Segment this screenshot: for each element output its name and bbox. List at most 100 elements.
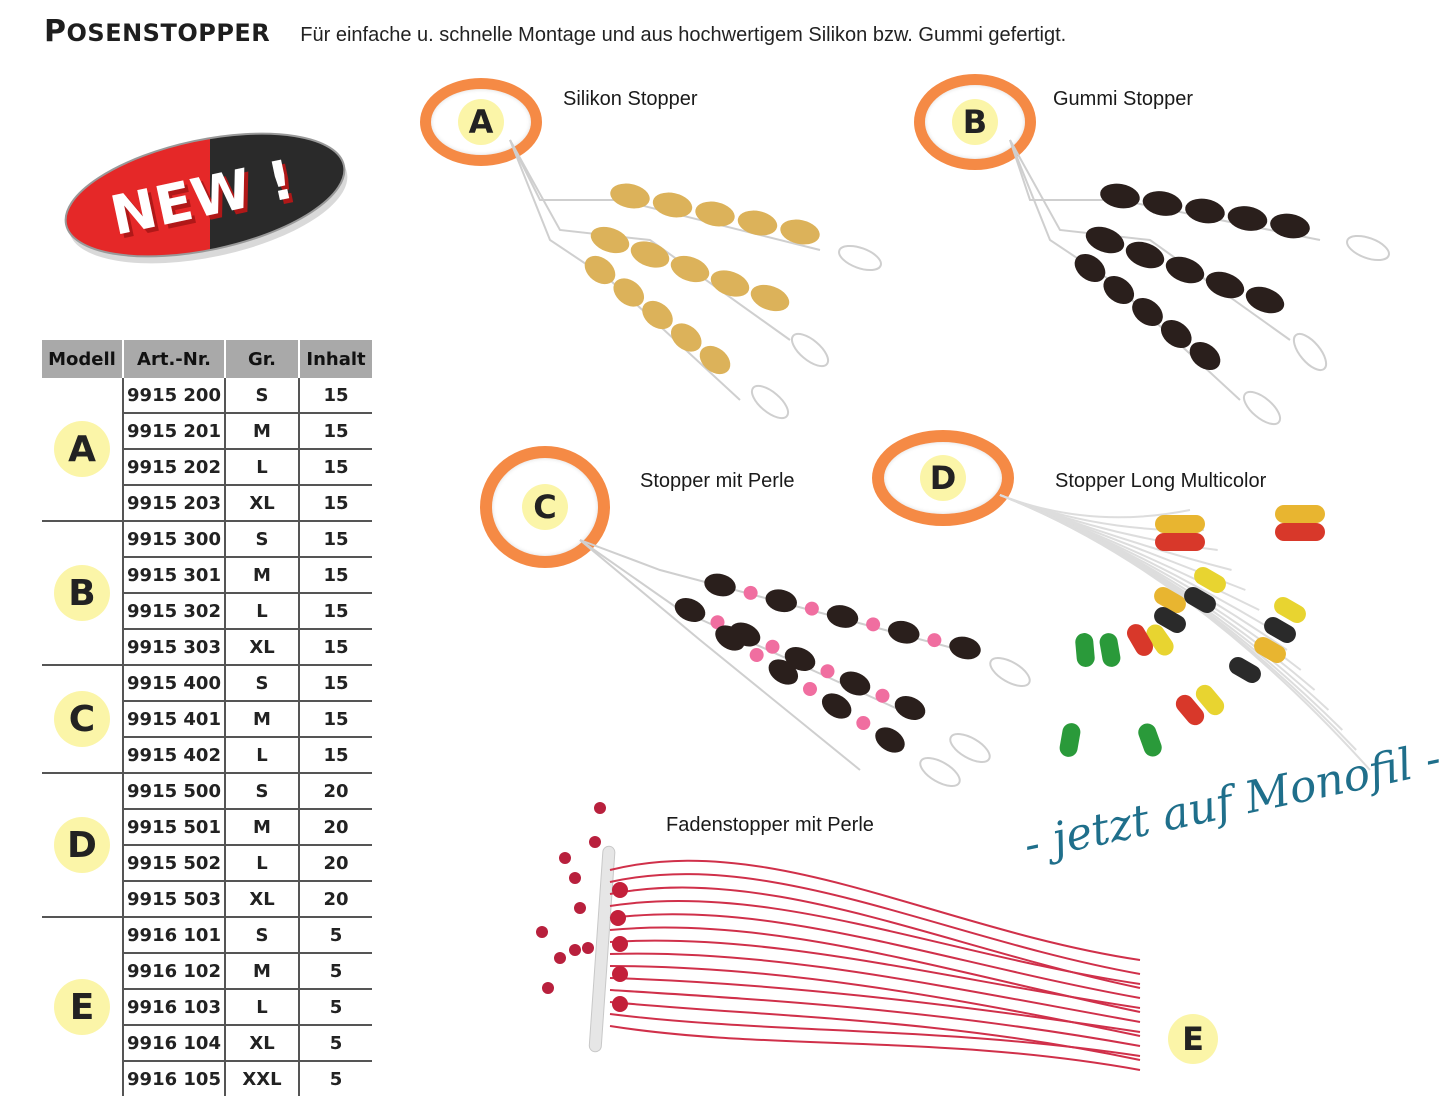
long-stopper-tube: [1184, 587, 1216, 613]
size-cell: XL: [225, 485, 300, 522]
label-stopper-mit-perle: Stopper mit Perle: [640, 470, 795, 492]
size-cell: M: [225, 701, 300, 738]
long-stopper-tube: [1275, 523, 1325, 541]
model-cell: E: [42, 917, 123, 1096]
header-artnr: Art.-Nr.: [123, 340, 226, 378]
model-a-marker: A: [458, 99, 504, 145]
size-cell: L: [225, 989, 300, 1026]
strand-b2-loop: [1292, 332, 1328, 372]
fadenstopper-image: [536, 802, 1141, 1071]
model-cell: D: [42, 773, 123, 918]
content-cell: 15: [299, 485, 372, 522]
silikon-bead: [642, 300, 673, 330]
content-cell: 15: [299, 701, 372, 738]
model-label: E: [54, 979, 110, 1035]
content-cell: 20: [299, 845, 372, 882]
size-cell: XL: [225, 881, 300, 918]
content-cell: 15: [299, 629, 372, 666]
art-nr-cell: 9916 105: [122, 1061, 226, 1096]
art-nr-cell: 9915 200: [122, 378, 226, 414]
gummi-bead: [1125, 241, 1165, 269]
thread-line: [609, 989, 1141, 1047]
perle-bead: [820, 664, 835, 679]
label-silikon-stopper: Silikon Stopper: [563, 88, 698, 110]
silikon-bead: [630, 241, 670, 268]
size-cell: S: [225, 378, 300, 414]
loose-perle: [536, 926, 548, 938]
long-stopper-tube: [1229, 657, 1261, 683]
loose-perle: [574, 902, 586, 914]
size-cell: M: [225, 413, 300, 450]
content-cell: 15: [299, 521, 372, 558]
long-stopper-tube: [1194, 567, 1226, 593]
size-cell: XL: [225, 1025, 300, 1062]
thread-knot-bead: [612, 882, 628, 898]
art-nr-cell: 9915 500: [122, 773, 226, 810]
gummi-bead: [1160, 319, 1192, 349]
page-subtitle: Für einfache u. schnelle Montage und aus…: [300, 24, 1067, 46]
art-nr-cell: 9915 300: [122, 521, 226, 558]
content-cell: 15: [299, 737, 372, 774]
perle-bead: [875, 688, 890, 703]
perle-bead: [804, 601, 819, 616]
content-cell: 15: [299, 449, 372, 486]
long-stopper-tube: [1138, 723, 1162, 757]
silikon-bead: [652, 192, 693, 218]
gummi-bead: [1205, 271, 1245, 299]
header-gr: Gr.: [225, 340, 300, 378]
size-cell: L: [225, 449, 300, 486]
silikon-bead: [584, 255, 616, 285]
perle-bead: [888, 620, 920, 644]
loose-perle: [559, 852, 571, 864]
model-c-marker: C: [522, 484, 568, 530]
thread-knot-bead: [610, 910, 626, 926]
size-cell: S: [225, 665, 300, 702]
content-cell: 15: [299, 378, 372, 414]
content-cell: 15: [299, 413, 372, 450]
silikon-bead: [590, 226, 630, 254]
size-cell: L: [225, 845, 300, 882]
content-cell: 15: [299, 593, 372, 630]
gummi-bead: [1142, 191, 1183, 216]
thread-line: [609, 913, 1141, 999]
art-nr-cell: 9916 104: [122, 1025, 226, 1062]
art-nr-cell: 9916 101: [122, 917, 226, 954]
long-stopper-tube: [1195, 684, 1225, 716]
long-stopper-tube: [1155, 515, 1205, 533]
art-nr-cell: 9915 401: [122, 701, 226, 738]
loose-perle: [569, 944, 581, 956]
perle-bead: [765, 589, 797, 613]
long-stopper-tube: [1274, 597, 1306, 623]
page-title: POSENSTOPPER: [44, 14, 271, 49]
content-cell: 20: [299, 773, 372, 810]
loose-perle: [594, 802, 606, 814]
gummi-bead: [1074, 253, 1106, 283]
silikon-bead: [670, 255, 710, 283]
gummi-bead: [1245, 286, 1285, 314]
gummi-bead: [1227, 206, 1268, 231]
perle-bead: [949, 636, 981, 660]
gummi-bead: [1100, 183, 1140, 209]
silikon-bead: [695, 201, 735, 227]
art-nr-cell: 9915 202: [122, 449, 226, 486]
perle-bead: [749, 648, 764, 662]
art-nr-cell: 9915 501: [122, 809, 226, 846]
silikon-bead: [699, 345, 731, 375]
thread-line: [609, 952, 1141, 1023]
art-nr-cell: 9916 103: [122, 989, 226, 1026]
content-cell: 5: [329, 1068, 343, 1090]
size-cell: S: [225, 773, 300, 810]
thread-line: [609, 1013, 1141, 1057]
size-cell: S: [225, 917, 300, 954]
